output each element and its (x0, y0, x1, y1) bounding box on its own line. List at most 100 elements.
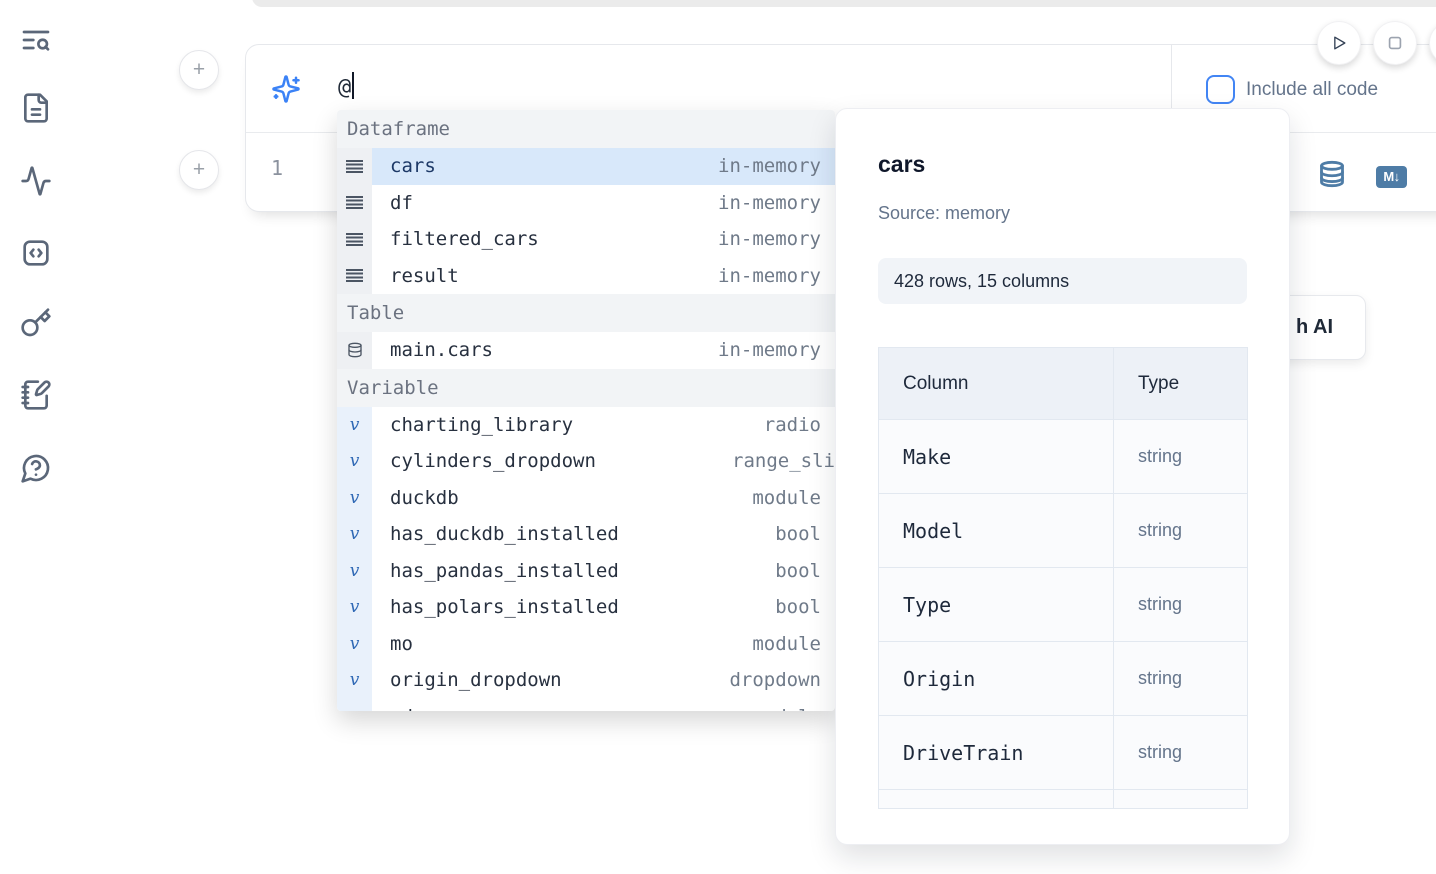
autocomplete-item[interactable]: v mo module (337, 625, 835, 662)
schema-row (879, 790, 1247, 808)
play-icon (1334, 36, 1346, 50)
autocomplete-item[interactable]: v filtered_cars in-memory (337, 221, 835, 258)
item-name: duckdb (390, 486, 459, 509)
autocomplete-section-label: Dataframe (337, 110, 835, 148)
variable-icon: v (349, 633, 360, 654)
schema-column-name: Model (903, 518, 964, 543)
item-type: module (752, 706, 835, 711)
database-icon[interactable] (1318, 159, 1346, 194)
variable-icon: v (349, 670, 360, 691)
item-icon-gutter: v (337, 148, 372, 185)
item-icon-gutter: v (337, 221, 372, 258)
autocomplete-item[interactable]: v duckdb module (337, 479, 835, 516)
item-name: has_pandas_installed (390, 559, 619, 582)
panel-title: cars (878, 151, 926, 177)
schema-column-name: DriveTrain (903, 740, 1024, 765)
dataframe-icon (346, 269, 363, 283)
schema-row: Type string (879, 568, 1247, 642)
stop-button[interactable] (1373, 21, 1417, 65)
item-name: main.cars (390, 339, 493, 362)
item-name: has_duckdb_installed (390, 523, 619, 546)
schema-column-type: string (1138, 594, 1183, 614)
column-header: Column (879, 348, 1114, 419)
autocomplete-item[interactable]: v has_duckdb_installed bool (337, 516, 835, 553)
item-type: module (752, 486, 821, 509)
item-icon-gutter: v (337, 698, 372, 711)
autocomplete-item[interactable]: v pd module (337, 698, 835, 711)
run-cell-button[interactable] (1317, 21, 1361, 65)
autocomplete-item[interactable]: v result in-memory (337, 257, 835, 294)
dataframe-icon (346, 232, 363, 246)
item-type: bool (775, 523, 821, 546)
schema-header-row: Column Type (879, 348, 1247, 420)
type-header: Type (1138, 372, 1180, 394)
item-type: module (752, 632, 821, 655)
notebook-pen-icon[interactable] (20, 379, 52, 411)
schema-column-name: Type (903, 592, 952, 617)
item-icon-gutter: v (337, 332, 372, 369)
autocomplete-item[interactable]: v has_polars_installed bool (337, 589, 835, 626)
autocomplete-section-label: Table (337, 294, 835, 332)
schema-row: DriveTrain string (879, 716, 1247, 790)
item-type: in-memory (718, 228, 821, 251)
key-icon[interactable] (20, 307, 52, 339)
item-name: cars (390, 155, 436, 178)
item-type: in-memory (718, 264, 821, 287)
code-square-icon[interactable] (20, 237, 52, 269)
item-name: cylinders_dropdown (390, 450, 596, 473)
file-text-icon[interactable] (20, 92, 52, 124)
include-all-code-checkbox[interactable] (1206, 75, 1235, 104)
item-icon-gutter: v (337, 443, 372, 480)
stop-square-icon (1388, 36, 1402, 50)
autocomplete-section-label: Variable (337, 368, 835, 407)
item-icon-gutter: v (337, 589, 372, 626)
panel-source: Source: memory (878, 203, 1011, 223)
text-caret (352, 72, 355, 99)
autocomplete-item[interactable]: v has_pandas_installed bool (337, 552, 835, 589)
item-icon-gutter: v (337, 516, 372, 553)
autocomplete-item[interactable]: v cars in-memory (337, 148, 835, 185)
schema-column-type: string (1138, 668, 1183, 688)
include-all-code-label: Include all code (1246, 79, 1379, 100)
shape-badge: 428 rows, 15 columns (878, 258, 1247, 304)
item-icon-gutter: v (337, 625, 372, 662)
item-type: radio (763, 413, 821, 436)
add-cell-above-button[interactable]: + (179, 50, 219, 90)
autocomplete-popup: Dataframe v cars in-memory v df in-memor… (337, 110, 835, 711)
ai-prompt-input[interactable]: @ (338, 72, 355, 100)
table-icon (347, 342, 362, 358)
previous-cell-edge (252, 0, 1436, 7)
variable-icon: v (349, 414, 360, 435)
code-editor-row[interactable]: 1 M↓ (246, 134, 1436, 211)
item-icon-gutter: v (337, 552, 372, 589)
help-bubble-icon[interactable] (20, 452, 52, 484)
autocomplete-section: Variable v charting_library radio v cyli… (337, 368, 835, 711)
add-cell-below-button[interactable]: + (179, 150, 219, 190)
schema-column-type: string (1138, 742, 1183, 762)
autocomplete-item[interactable]: v origin_dropdown dropdown (337, 662, 835, 699)
item-icon-gutter: v (337, 184, 372, 221)
item-type: dropdown (729, 669, 821, 692)
item-type: bool (775, 559, 821, 582)
schema-table: Column Type Make string Model string Typ… (878, 347, 1248, 809)
item-name: mo (390, 632, 413, 655)
markdown-icon[interactable]: M↓ (1376, 165, 1407, 188)
item-icon-gutter: v (337, 479, 372, 516)
variable-icon: v (350, 707, 360, 711)
schema-row: Origin string (879, 642, 1247, 716)
item-name: origin_dropdown (390, 669, 562, 692)
variable-icon: v (349, 560, 360, 581)
ai-prompt-row[interactable]: @ Include all code (246, 45, 1436, 133)
variable-icon: v (349, 597, 360, 618)
text-search-icon[interactable] (20, 24, 52, 56)
autocomplete-item[interactable]: v df in-memory (337, 184, 835, 221)
autocomplete-item[interactable]: v charting_library radio (337, 406, 835, 443)
variable-icon: v (349, 451, 360, 472)
item-type: range_sli (732, 450, 835, 473)
dataframe-icon (346, 159, 363, 173)
autocomplete-item[interactable]: v main.cars in-memory (337, 332, 835, 369)
autocomplete-item[interactable]: v cylinders_dropdown range_sli (337, 443, 835, 480)
schema-column-name: Origin (903, 666, 976, 691)
item-type: in-memory (718, 155, 821, 178)
activity-icon[interactable] (20, 165, 52, 197)
